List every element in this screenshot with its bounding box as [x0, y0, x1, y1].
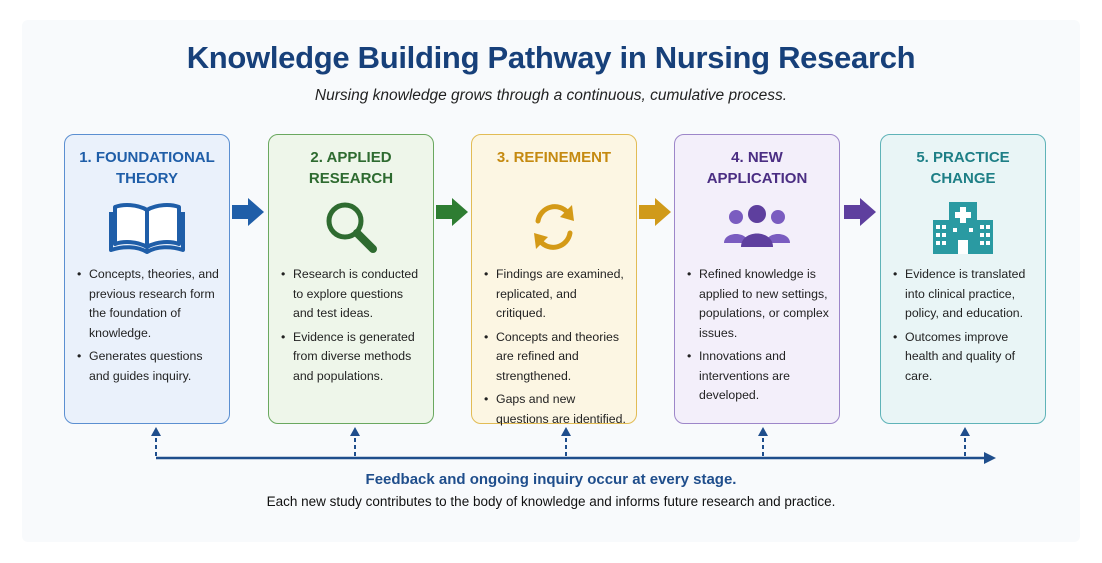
stage-bullets: Concepts, theories, and previous researc…: [77, 265, 221, 390]
stage-card-new-application: 4. NEW APPLICATION Refined knowledge is …: [674, 134, 840, 424]
stage-title-line1: 2. APPLIED: [310, 149, 392, 166]
stage-title-line2: THEORY: [116, 170, 178, 187]
bullet-item: Generates questions and guides inquiry.: [77, 347, 221, 386]
magnifying-glass-icon: [269, 197, 433, 257]
bullet-item: Innovations and interventions are develo…: [687, 347, 831, 406]
stage-card-practice-change: 5. PRACTICE CHANGE Evidence is translate…: [880, 134, 1046, 424]
stage-title-line1: 5. PRACTICE: [916, 149, 1010, 166]
stage-title: 5. PRACTICE CHANGE: [881, 147, 1045, 189]
arrow-right-icon: [639, 198, 671, 226]
stage-title-line2: RESEARCH: [308, 170, 394, 187]
stage-bullets: Research is conducted to explore questio…: [281, 265, 425, 390]
arrow-right-icon: [844, 198, 876, 226]
stage-title: 2. APPLIED RESEARCH: [269, 147, 433, 189]
stage-title-line1: 4. NEW: [731, 149, 783, 166]
bullet-item: Research is conducted to explore questio…: [281, 265, 425, 324]
arrow-right-icon: [436, 198, 468, 226]
page-title: Knowledge Building Pathway in Nursing Re…: [186, 40, 916, 75]
stage-title-line1: 3. REFINEMENT: [496, 149, 612, 166]
bullet-item: Findings are examined, replicated, and c…: [484, 265, 628, 324]
bullet-item: Evidence is generated from diverse metho…: [281, 328, 425, 387]
stage-title-line2: CHANGE: [930, 170, 996, 187]
stage-title-line1: 1. FOUNDATIONAL: [79, 149, 215, 166]
stage-title: 4. NEW APPLICATION: [675, 147, 839, 189]
stage-card-foundational-theory: 1. FOUNDATIONAL THEORY Concepts, theorie…: [64, 134, 230, 424]
bullet-item: Outcomes improve health and quality of c…: [893, 328, 1037, 387]
hospital-icon: [881, 197, 1045, 257]
bullet-item: Refined knowledge is applied to new sett…: [687, 265, 831, 343]
feedback-title: Feedback and ongoing inquiry occur at ev…: [365, 471, 737, 488]
open-book-icon: [65, 197, 229, 257]
arrow-right-icon: [232, 198, 264, 226]
stage-title-line2: APPLICATION: [706, 170, 808, 187]
stage-bullets: Refined knowledge is applied to new sett…: [687, 265, 831, 410]
stage-title: 1. FOUNDATIONAL THEORY: [65, 147, 229, 189]
bullet-item: Evidence is translated into clinical pra…: [893, 265, 1037, 324]
page-subtitle: Nursing knowledge grows through a contin…: [314, 87, 788, 104]
bullet-item: Concepts, theories, and previous researc…: [77, 265, 221, 343]
group-people-icon: [675, 197, 839, 257]
bullet-item: Concepts and theories are refined and st…: [484, 328, 628, 387]
stage-bullets: Findings are examined, replicated, and c…: [484, 265, 628, 433]
stage-title: 3. REFINEMENT: [472, 147, 636, 168]
stage-card-applied-research: 2. APPLIED RESEARCH Research is conducte…: [268, 134, 434, 424]
bullet-item: Gaps and new questions are identified.: [484, 390, 628, 429]
refresh-cycle-icon: [472, 197, 636, 257]
stage-card-refinement: 3. REFINEMENT Findings are examined, rep…: [471, 134, 637, 426]
stage-bullets: Evidence is translated into clinical pra…: [893, 265, 1037, 390]
feedback-subtitle: Each new study contributes to the body o…: [266, 494, 836, 509]
